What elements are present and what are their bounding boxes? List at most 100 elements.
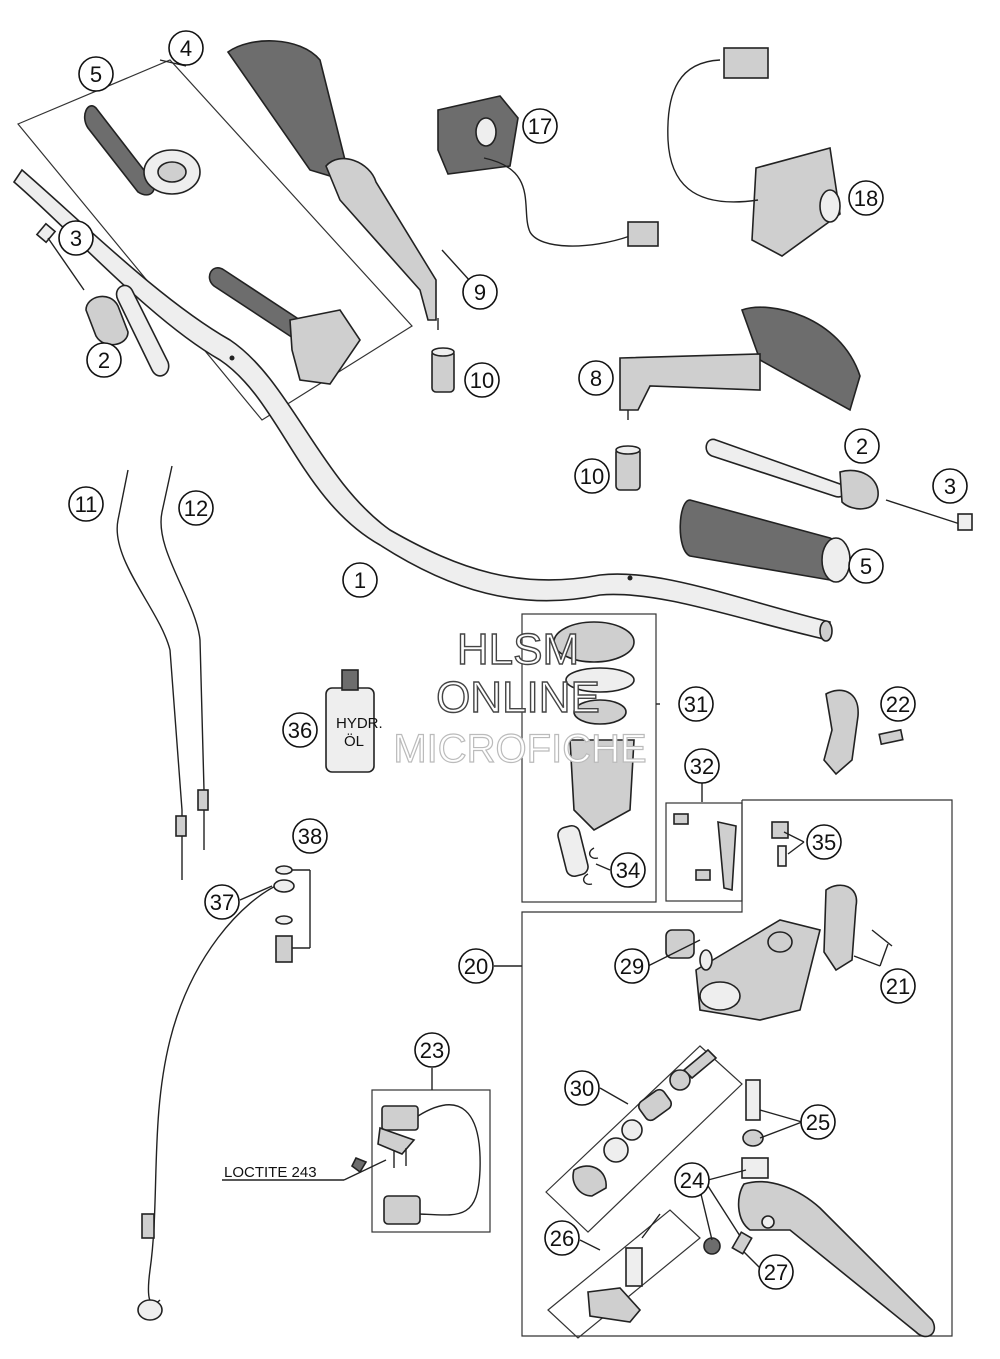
adjuster-screw xyxy=(703,1231,753,1255)
svg-text:5: 5 xyxy=(860,554,872,579)
bottle-label-line1: HYDR. xyxy=(336,715,383,732)
label-34: 34 xyxy=(610,852,646,888)
svg-text:23: 23 xyxy=(420,1038,444,1063)
label-18: 18 xyxy=(848,180,884,216)
svg-text:32: 32 xyxy=(690,754,714,779)
svg-text:37: 37 xyxy=(210,890,234,915)
banjo-fitting xyxy=(665,929,713,971)
label-23: 23 xyxy=(414,1032,450,1068)
label-3b: 3 xyxy=(932,468,968,504)
leader-loctite-b xyxy=(343,1159,387,1181)
mirror-adapter-right xyxy=(615,445,641,491)
loctite-callout: LOCTITE 243 xyxy=(224,1164,317,1181)
label-17: 17 xyxy=(522,108,558,144)
leader-24a xyxy=(707,1169,747,1181)
svg-text:18: 18 xyxy=(854,186,878,211)
leader-34 xyxy=(595,863,611,871)
switch-left xyxy=(437,95,659,247)
leader-21a xyxy=(853,955,881,967)
bleed-screw xyxy=(771,821,789,867)
handlebar xyxy=(12,168,831,641)
svg-text:8: 8 xyxy=(590,366,602,391)
throttle-cable-12 xyxy=(160,465,209,850)
bottle-label-line2: ÖL xyxy=(344,732,364,750)
label-9: 9 xyxy=(462,274,498,310)
svg-text:3: 3 xyxy=(70,226,82,251)
switch-sensor-box xyxy=(371,1089,491,1233)
label-26: 26 xyxy=(544,1220,580,1256)
adjuster-kit xyxy=(587,1213,661,1323)
lever-pivot-hardware xyxy=(673,813,737,892)
bar-end-weight-right xyxy=(839,469,879,510)
svg-text:35: 35 xyxy=(812,830,836,855)
label-31: 31 xyxy=(678,686,714,722)
label-38: 38 xyxy=(292,818,328,854)
svg-text:21: 21 xyxy=(886,974,910,999)
svg-text:25: 25 xyxy=(806,1110,830,1135)
leader-27 xyxy=(743,1251,761,1269)
label-35: 35 xyxy=(806,824,842,860)
label-8: 8 xyxy=(578,360,614,396)
fluid-reservoir xyxy=(553,621,635,878)
svg-text:5: 5 xyxy=(90,62,102,87)
label-5b: 5 xyxy=(848,548,884,584)
watermark-line1: HLSM xyxy=(457,625,579,674)
hydraulic-oil-bottle: HYDR. ÖL xyxy=(325,669,383,773)
svg-text:34: 34 xyxy=(616,858,640,883)
master-cylinder-box xyxy=(521,613,657,903)
piston-kit-box xyxy=(545,1045,743,1233)
label-10b: 10 xyxy=(574,458,610,494)
throttle-grip xyxy=(208,267,361,385)
grip-sleeve-left xyxy=(115,284,170,377)
label-4: 4 xyxy=(168,30,204,66)
label-2a: 2 xyxy=(86,342,122,378)
label-24: 24 xyxy=(674,1162,710,1198)
banjo-bolt-set xyxy=(273,865,311,963)
mirror-left xyxy=(226,40,439,330)
watermark-line2: ONLINE xyxy=(436,673,600,722)
svg-text:29: 29 xyxy=(620,954,644,979)
svg-text:31: 31 xyxy=(684,692,708,717)
leader-21b xyxy=(879,943,889,967)
svg-text:11: 11 xyxy=(75,492,98,517)
svg-text:26: 26 xyxy=(550,1226,574,1251)
label-5a: 5 xyxy=(78,56,114,92)
clutch-lever xyxy=(737,1157,936,1338)
label-22: 22 xyxy=(880,686,916,722)
label-37: 37 xyxy=(204,884,240,920)
svg-text:2: 2 xyxy=(98,348,110,373)
leader-35a xyxy=(783,831,805,843)
svg-text:38: 38 xyxy=(298,824,322,849)
label-20: 20 xyxy=(458,948,494,984)
svg-text:17: 17 xyxy=(528,114,552,139)
svg-text:9: 9 xyxy=(474,280,486,305)
svg-text:22: 22 xyxy=(886,692,910,717)
leader-29 xyxy=(647,939,701,967)
svg-text:27: 27 xyxy=(764,1260,788,1285)
leader-26 xyxy=(579,1239,601,1251)
svg-text:3: 3 xyxy=(944,474,956,499)
svg-text:2: 2 xyxy=(856,434,868,459)
leader-35b xyxy=(787,841,805,855)
svg-text:12: 12 xyxy=(184,496,208,521)
leader-30 xyxy=(599,1087,629,1105)
brake-light-switch xyxy=(350,1104,481,1225)
svg-text:24: 24 xyxy=(680,1168,704,1193)
handlebar-hole-left xyxy=(229,355,235,361)
label-12: 12 xyxy=(178,490,214,526)
bar-end-screw-right xyxy=(885,499,973,531)
svg-text:10: 10 xyxy=(580,464,604,489)
svg-text:30: 30 xyxy=(570,1076,594,1101)
piston-kit xyxy=(572,1048,718,1197)
label-30: 30 xyxy=(564,1070,600,1106)
svg-text:36: 36 xyxy=(288,718,312,743)
hydraulic-hose xyxy=(137,881,285,1321)
label-29: 29 xyxy=(614,948,650,984)
mirror-right xyxy=(619,306,861,420)
mirror-adapter-left xyxy=(431,347,455,393)
leader-25a xyxy=(759,1109,803,1123)
lever-bolt xyxy=(742,1079,764,1147)
grip-right xyxy=(679,499,851,583)
